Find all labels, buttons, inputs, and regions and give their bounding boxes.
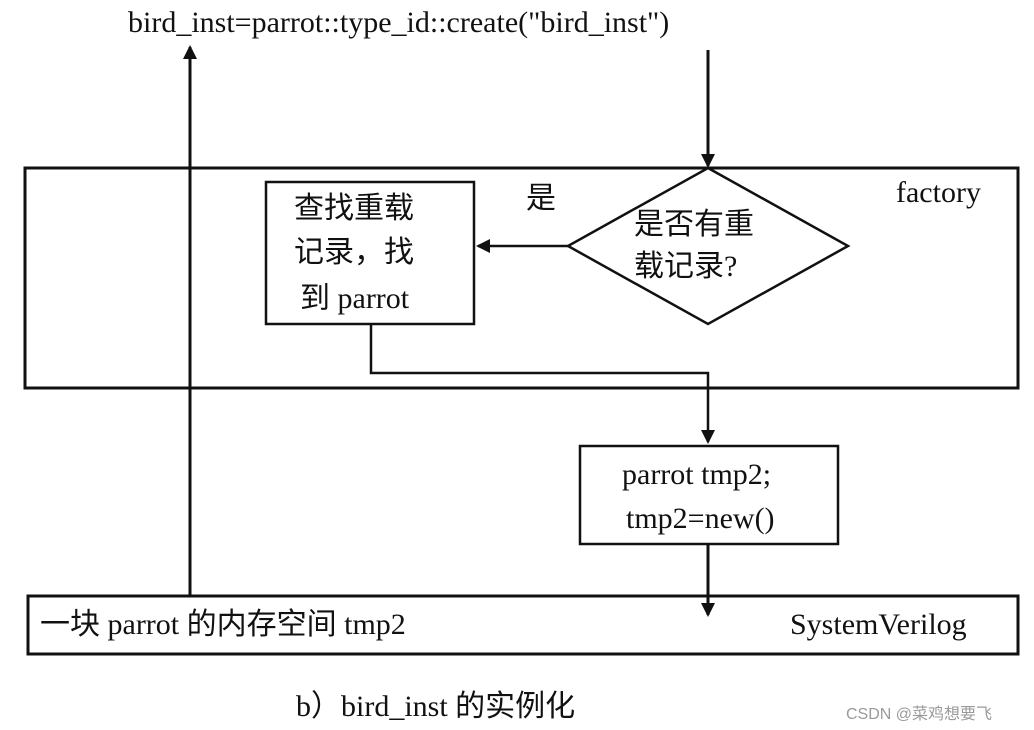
caption: b）bird_inst 的实例化 xyxy=(296,690,576,723)
memory-text: 一块 parrot 的内存空间 tmp2 xyxy=(40,608,406,641)
lookup-line1: 查找重载 xyxy=(294,192,414,225)
systemverilog-label: SystemVerilog xyxy=(790,608,967,641)
lookup-box xyxy=(264,180,476,326)
yes-label: 是 xyxy=(526,182,556,215)
arrow-lookup-to-new xyxy=(369,324,715,444)
systemverilog-bar xyxy=(26,594,1020,656)
lookup-line2: 记录，找 xyxy=(294,236,414,269)
lookup-line3: 到 parrot xyxy=(300,282,410,315)
factory-box xyxy=(23,166,1020,390)
decision-line1: 是否有重 xyxy=(634,208,754,241)
new-line1: parrot tmp2; xyxy=(622,458,772,491)
new-line2: tmp2=new() xyxy=(626,502,775,535)
decision-diamond xyxy=(565,166,851,326)
watermark: CSDN @菜鸡想要飞 xyxy=(846,706,993,723)
factory-label: factory xyxy=(896,176,981,209)
top-statement: bird_inst=parrot::type_id::create("bird_… xyxy=(128,6,670,39)
decision-line2: 载记录? xyxy=(634,250,738,283)
